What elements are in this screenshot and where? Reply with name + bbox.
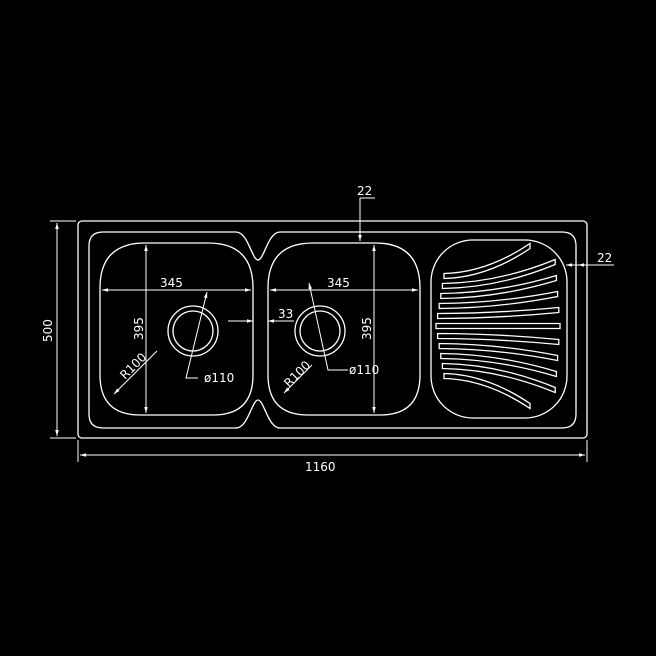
drainboard-rib bbox=[438, 290, 559, 310]
drainboard-rib bbox=[440, 352, 558, 378]
dim-500: 500 bbox=[41, 220, 76, 439]
dim-395-right: 395 bbox=[360, 317, 374, 340]
drainboard bbox=[430, 239, 568, 419]
dim-1160: 1160 bbox=[77, 440, 588, 474]
dim-395-left: 395 bbox=[132, 317, 146, 340]
right-drain bbox=[294, 305, 346, 357]
sink-outer-edge bbox=[77, 220, 588, 439]
dim-345-left: 345 bbox=[160, 276, 183, 290]
drainboard-rib bbox=[440, 274, 558, 300]
dim-500-label: 500 bbox=[41, 319, 55, 342]
sink-inner-contour bbox=[88, 231, 577, 429]
dim-22-right: 22 bbox=[597, 251, 612, 265]
drainboard-rib bbox=[441, 362, 556, 394]
dim-1160-label: 1160 bbox=[305, 460, 336, 474]
drainboard-rib bbox=[438, 342, 559, 362]
r100-right: R100 bbox=[281, 358, 313, 390]
drainboard-rib bbox=[436, 332, 560, 346]
drainboard-rib bbox=[443, 372, 531, 410]
dia-110-right: ø110 bbox=[349, 363, 379, 377]
right-bowl bbox=[267, 242, 421, 416]
left-bowl bbox=[99, 242, 254, 416]
drainboard-ribs bbox=[435, 242, 561, 410]
dim-33-label: 33 bbox=[278, 307, 293, 321]
drainboard-rib bbox=[435, 322, 561, 330]
dim-345-right: 345 bbox=[327, 276, 350, 290]
drainboard-rib bbox=[443, 242, 531, 280]
drainboard-rib bbox=[436, 306, 560, 320]
drainboard-rib bbox=[441, 258, 556, 290]
dim-22-top: 22 bbox=[357, 184, 372, 198]
r100-left: R100 bbox=[117, 350, 149, 382]
dia-110-left: ø110 bbox=[204, 371, 234, 385]
